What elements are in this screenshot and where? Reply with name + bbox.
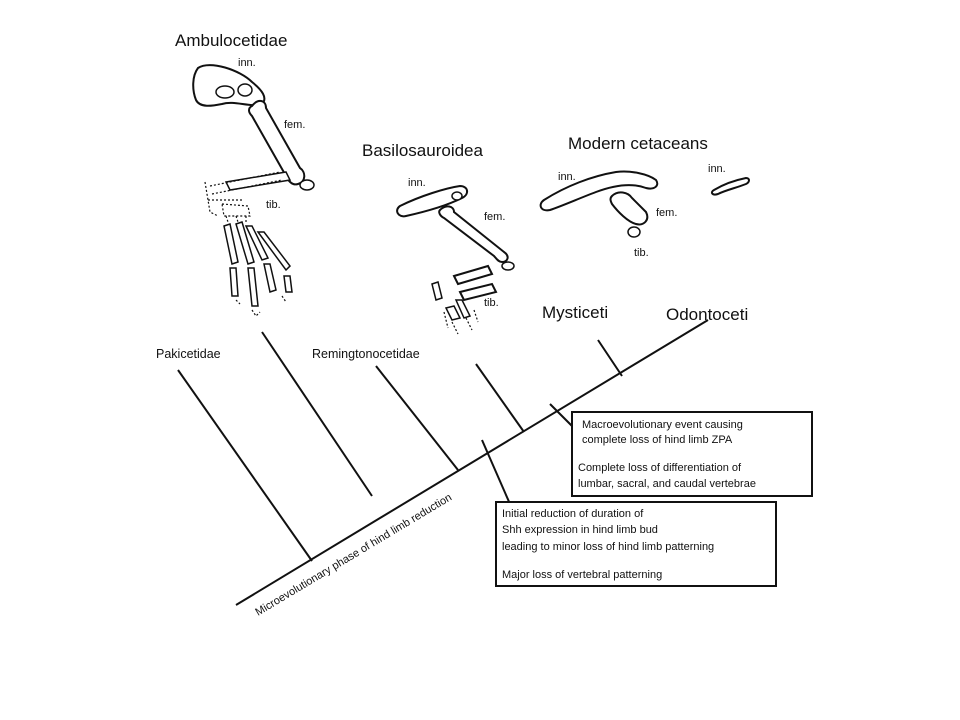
ambulocetidae-innominate xyxy=(192,64,266,107)
branch-pakicetidae xyxy=(177,369,313,562)
branch-basilosauroidea xyxy=(475,363,525,433)
box-lower-line3: leading to minor loss of hind limb patte… xyxy=(502,541,714,553)
basilosauroidea-femur xyxy=(438,205,509,264)
box-upper-line4: lumbar, sacral, and caudal vertebrae xyxy=(578,478,756,490)
basilosauroidea-fem-label: fem. xyxy=(484,211,505,223)
basilosauroidea-fibula xyxy=(458,282,498,302)
basilosauroidea-innominate xyxy=(396,184,468,218)
modern-mysticete-hindlimb xyxy=(539,170,659,238)
modern-fem-label: fem. xyxy=(656,207,677,219)
ambulocetidae-patella xyxy=(299,179,315,191)
modern-odontocete-innominate xyxy=(710,176,750,196)
basilosauroidea-acetabulum xyxy=(451,191,463,201)
ambulocetidae-obturator-foramen xyxy=(215,85,235,99)
axis-label-microevolutionary: Microevolutionary phase of hind limb red… xyxy=(253,491,454,618)
taxon-mysticeti: Mysticeti xyxy=(542,303,608,322)
modern-mysticete-femur xyxy=(609,191,649,226)
basilosauroidea-foot xyxy=(431,281,479,335)
branch-remingtonocetidae xyxy=(375,365,459,471)
box-lower-line1: Initial reduction of duration of xyxy=(502,508,644,520)
basilosauroidea-patella xyxy=(501,261,515,271)
basilosauroidea-tib-label: tib. xyxy=(484,297,499,309)
box-upper-frame xyxy=(571,411,813,497)
ambulocetidae-femur xyxy=(248,100,306,186)
modern-odontocete-inn-label: inn. xyxy=(708,163,726,175)
modern-inn-label: inn. xyxy=(558,171,576,183)
ambulocetidae-acetabulum xyxy=(237,83,253,97)
box-lower-line2: Shh expression in hind limb bud xyxy=(502,524,658,536)
taxon-odontoceti: Odontoceti xyxy=(666,305,748,324)
ambulocetidae-inn-label: inn. xyxy=(238,57,256,69)
ambulocetidae-tib-label: tib. xyxy=(266,199,281,211)
cladogram-main-axis xyxy=(235,319,709,606)
basilosauroidea-inn-label: inn. xyxy=(408,177,426,189)
cladogram-tree xyxy=(177,319,709,606)
box-upper-line3: Complete loss of differentiation of xyxy=(578,462,742,474)
branch-mysticeti xyxy=(597,339,623,377)
taxon-remingtonocetidae: Remingtonocetidae xyxy=(312,347,420,361)
box-upper-line1: Macroevolutionary event causing xyxy=(582,419,743,431)
box-lower-frame xyxy=(495,501,777,587)
modern-mysticete-tibia xyxy=(627,226,641,238)
basilosauroidea-hindlimb xyxy=(396,184,515,335)
modern-tib-label: tib. xyxy=(634,247,649,259)
basilosauroidea-tibia xyxy=(452,264,494,286)
box-macroevolutionary-event: Macroevolutionary event causing complete… xyxy=(571,411,813,497)
taxon-modern-cetaceans: Modern cetaceans xyxy=(568,134,708,153)
taxon-ambulocetidae: Ambulocetidae xyxy=(175,31,287,50)
box-microevolutionary-phase: Initial reduction of duration of Shh exp… xyxy=(495,501,777,587)
modern-mysticete-innominate xyxy=(539,170,659,212)
branch-ambulocetidae xyxy=(261,331,373,497)
marker-lower-box xyxy=(481,439,511,505)
ambulocetidae-hindlimb xyxy=(192,64,315,317)
taxon-pakicetidae: Pakicetidae xyxy=(156,347,221,361)
box-lower-line4: Major loss of vertebral patterning xyxy=(502,569,662,581)
box-upper-line2: complete loss of hind limb ZPA xyxy=(582,434,733,446)
ambulocetidae-tibia xyxy=(224,171,292,191)
taxon-basilosauroidea: Basilosauroidea xyxy=(362,141,484,160)
ambulocetidae-foot xyxy=(221,203,293,317)
ambulocetidae-fem-label: fem. xyxy=(284,119,305,131)
